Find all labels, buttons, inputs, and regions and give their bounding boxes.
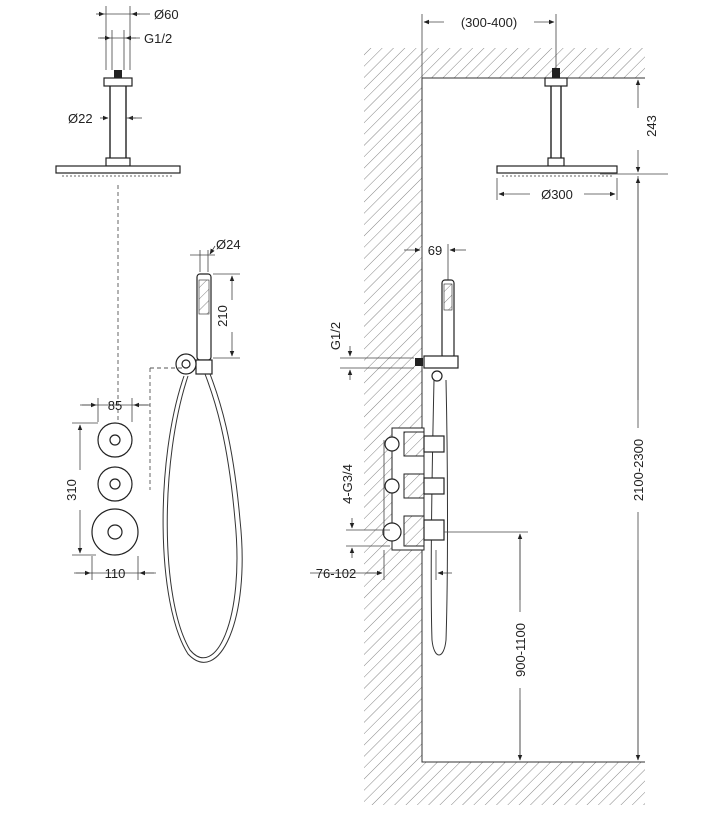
label-recess-depth: 76-102 xyxy=(316,566,356,581)
label-arm-length: 243 xyxy=(644,115,659,137)
dim-bracket-thread: G1/2 xyxy=(328,322,414,380)
label-head-height: 2100-2300 xyxy=(631,439,646,501)
label-outlet-height: 900-1100 xyxy=(513,623,528,677)
label-arm-diameter: Ø22 xyxy=(68,111,93,126)
label-valve-height: 310 xyxy=(64,479,79,501)
rain-head-side xyxy=(55,165,181,177)
dim-arm-diameter: Ø22 xyxy=(68,111,142,126)
label-bracket-depth: 69 xyxy=(428,243,442,258)
dim-valve-threads: 4-G3/4 xyxy=(340,464,390,558)
label-thread: G1/2 xyxy=(144,31,172,46)
dim-arm-length: 243 xyxy=(600,79,668,175)
label-wall-offset: (300-400) xyxy=(461,15,517,30)
label-head-300: Ø300 xyxy=(541,187,573,202)
ceiling-arm xyxy=(103,70,133,167)
handshower-left: Ø24 210 xyxy=(162,237,243,663)
dim-bracket-depth: 69 xyxy=(404,243,466,280)
wall-section xyxy=(364,48,645,805)
label-valve-threads: 4-G3/4 xyxy=(340,464,355,504)
dim-head-300: Ø300 xyxy=(496,178,618,202)
dim-valve-spacing: 85 xyxy=(80,398,150,422)
dim-head-height: 2100-2300 xyxy=(628,176,648,761)
label-bracket-thread: G1/2 xyxy=(328,322,343,350)
label-handshower-diameter: Ø24 xyxy=(216,237,241,252)
dim-recess-depth: 76-102 xyxy=(310,550,452,581)
ceiling-arm-side xyxy=(496,68,618,177)
dim-valve-width: 110 xyxy=(74,556,156,581)
right-side-view: (300-400) 243 Ø300 xyxy=(310,14,668,805)
valve-plates xyxy=(91,422,139,556)
dim-wall-offset: (300-400) xyxy=(421,14,557,78)
label-handshower-length: 210 xyxy=(215,305,230,327)
label-head-diameter: Ø60 xyxy=(154,7,179,22)
valve-bodies xyxy=(382,431,445,547)
dim-valve-height: 310 xyxy=(64,422,98,556)
dim-outlet-height: 900-1100 xyxy=(444,531,530,761)
label-valve-width: 110 xyxy=(105,566,126,581)
left-front-view: Ø60 G1/2 Ø22 xyxy=(55,6,243,663)
handshower-right xyxy=(415,279,459,656)
dim-thread: G1/2 xyxy=(98,30,172,70)
label-valve-spacing: 85 xyxy=(108,398,122,413)
